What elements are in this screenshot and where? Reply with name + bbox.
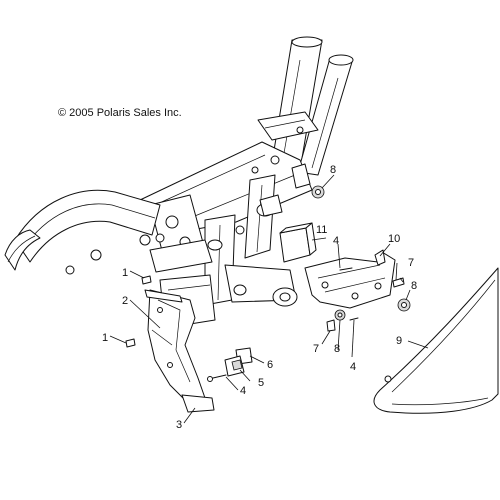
- callout-11: 11: [316, 224, 327, 236]
- lower-guard: [144, 289, 215, 413]
- callout-4b: 4: [240, 385, 246, 397]
- callout-1a: 1: [122, 267, 128, 279]
- callout-7a: 7: [408, 257, 414, 269]
- callout-labels: 1 1 2 3 4 4 4 5 6 7 7 8 8 8 9 10 11: [102, 164, 417, 431]
- callout-4c: 4: [350, 361, 356, 373]
- callout-3: 3: [176, 419, 182, 431]
- leader-lines: [109, 174, 429, 424]
- callout-9: 9: [396, 335, 402, 347]
- callout-8c: 8: [334, 343, 340, 355]
- mounting-bracket: [304, 249, 396, 309]
- motorcycle-frame: [4, 36, 354, 329]
- callout-4a: 4: [333, 235, 339, 247]
- callout-1b: 1: [102, 332, 108, 344]
- electrical-module: [279, 222, 317, 263]
- callout-8b: 8: [411, 280, 417, 292]
- clips: [224, 347, 253, 377]
- copyright-notice: © 2005 Polaris Sales Inc.: [58, 107, 182, 119]
- callout-5: 5: [258, 377, 264, 389]
- callout-6: 6: [267, 359, 273, 371]
- callout-2: 2: [122, 295, 128, 307]
- callout-7b: 7: [313, 343, 319, 355]
- side-cover: [373, 267, 499, 414]
- callout-8a: 8: [330, 164, 336, 176]
- callout-10: 10: [388, 233, 400, 245]
